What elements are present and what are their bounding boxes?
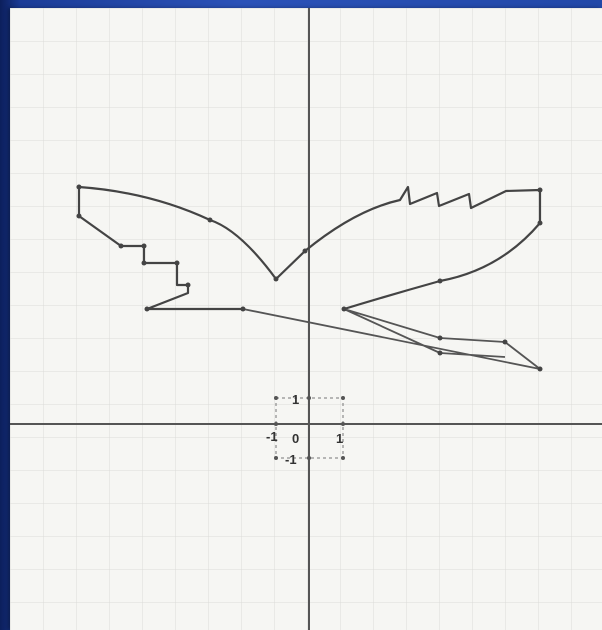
label-y-pos: 1 <box>292 392 299 407</box>
graph-paper: 1 -1 0 1 -1 <box>10 8 602 630</box>
label-origin: 0 <box>292 431 299 446</box>
grid <box>10 8 602 630</box>
label-x-neg: -1 <box>266 429 278 444</box>
label-x-pos: 1 <box>336 431 343 446</box>
label-y-neg: -1 <box>285 452 297 467</box>
coordinate-plane: 1 -1 0 1 -1 <box>10 8 602 630</box>
